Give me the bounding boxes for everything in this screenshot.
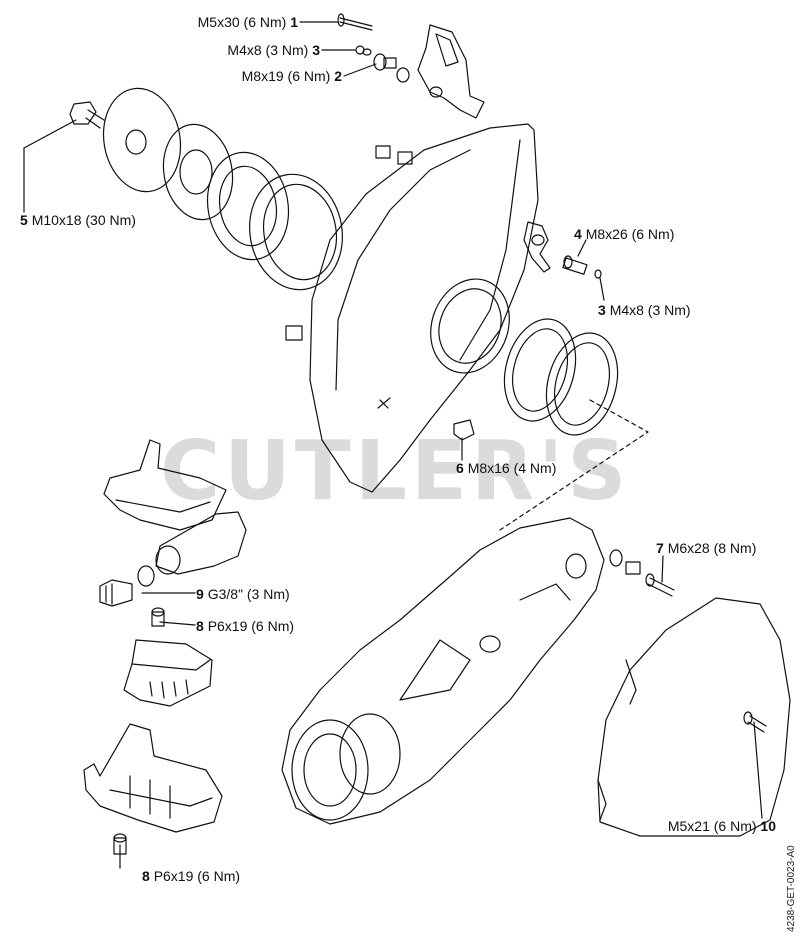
callout-1-number: 1 (290, 14, 298, 30)
side-cover (597, 597, 791, 837)
callout-3-right-number: 3 (598, 302, 606, 318)
pan-screw-bottom (113, 833, 127, 855)
callout-9-spec: G3/8" (3 Nm) (207, 586, 290, 602)
callout-8-bottom-number: 8 (142, 868, 150, 884)
lever-bracket (417, 24, 485, 119)
bolt-m10x18 (69, 101, 105, 129)
callout-2: M8x19 (6 Nm) 2 (192, 68, 342, 84)
callout-1: M5x30 (6 Nm) 1 (148, 14, 298, 30)
cam-lever (523, 221, 551, 273)
crankcase-housing (281, 517, 605, 825)
callout-7-spec: M6x28 (8 Nm) (667, 540, 757, 556)
callout-2-spec: M8x19 (6 Nm) (241, 68, 331, 84)
callout-9-number: 9 (196, 586, 204, 602)
screw-m6x28 (645, 573, 675, 597)
callout-3-right: 3 M4x8 (3 Nm) (598, 302, 691, 318)
screw-m8x26 (562, 255, 602, 279)
callout-3-top-number: 3 (312, 42, 320, 58)
callout-6-spec: M8x16 (4 Nm) (467, 460, 557, 476)
callout-6: 6 M8x16 (4 Nm) (456, 460, 556, 476)
callout-6-number: 6 (456, 460, 464, 476)
callout-8-top: 8 P6x19 (6 Nm) (196, 618, 294, 634)
callout-5: 5 M10x18 (30 Nm) (20, 212, 136, 228)
callout-8-top-spec: P6x19 (6 Nm) (207, 618, 295, 634)
square-nut-1 (375, 145, 391, 159)
screw-m8x19 (373, 53, 410, 83)
bearing-rings (503, 318, 619, 436)
callout-10-number: 10 (760, 818, 776, 834)
callout-5-number: 5 (20, 212, 28, 228)
callout-10-spec: M5x21 (6 Nm) (667, 818, 757, 834)
callout-8-bottom: 8 P6x19 (6 Nm) (142, 868, 240, 884)
filter-housing (137, 511, 247, 587)
leader-lines (23, 21, 763, 869)
callout-1-spec: M5x30 (6 Nm) (197, 14, 287, 30)
callout-5-spec: M10x18 (30 Nm) (31, 212, 136, 228)
callout-4-number: 4 (574, 226, 582, 242)
callout-7: 7 M6x28 (8 Nm) (656, 540, 756, 556)
screw-m4x8 (355, 45, 372, 56)
callout-9: 9 G3/8" (3 Nm) (196, 586, 290, 602)
blade-guard (309, 123, 539, 493)
screw-m5x30 (337, 13, 373, 31)
bottom-tray (83, 723, 223, 833)
screw-m8x16 (453, 419, 475, 441)
carrier-bracket (103, 439, 227, 531)
fitting-g3-8 (99, 579, 133, 607)
callout-3-top: M4x8 (3 Nm) 3 (170, 42, 320, 58)
callout-10: M5x21 (6 Nm) 10 (600, 818, 776, 834)
callout-7-number: 7 (656, 540, 664, 556)
sleeve-spacer (609, 549, 641, 575)
clutch-washer-stack (102, 87, 344, 291)
document-code: 4238-GET-0023-A0 (786, 845, 797, 932)
callout-3-top-spec: M4x8 (3 Nm) (227, 42, 309, 58)
callout-8-bottom-spec: P6x19 (6 Nm) (153, 868, 241, 884)
pan-screw-top (151, 607, 165, 627)
callout-8-top-number: 8 (196, 618, 204, 634)
callout-4: 4 M8x26 (6 Nm) (574, 226, 674, 242)
square-nut-2 (397, 151, 413, 165)
callout-2-number: 2 (334, 68, 342, 84)
callout-4-spec: M8x26 (6 Nm) (585, 226, 675, 242)
ignition-module (123, 639, 213, 707)
watermark: CUTLER'S (160, 424, 631, 519)
square-nut-3 (285, 325, 303, 341)
callout-3-right-spec: M4x8 (3 Nm) (609, 302, 691, 318)
screw-m5x21 (743, 711, 767, 733)
